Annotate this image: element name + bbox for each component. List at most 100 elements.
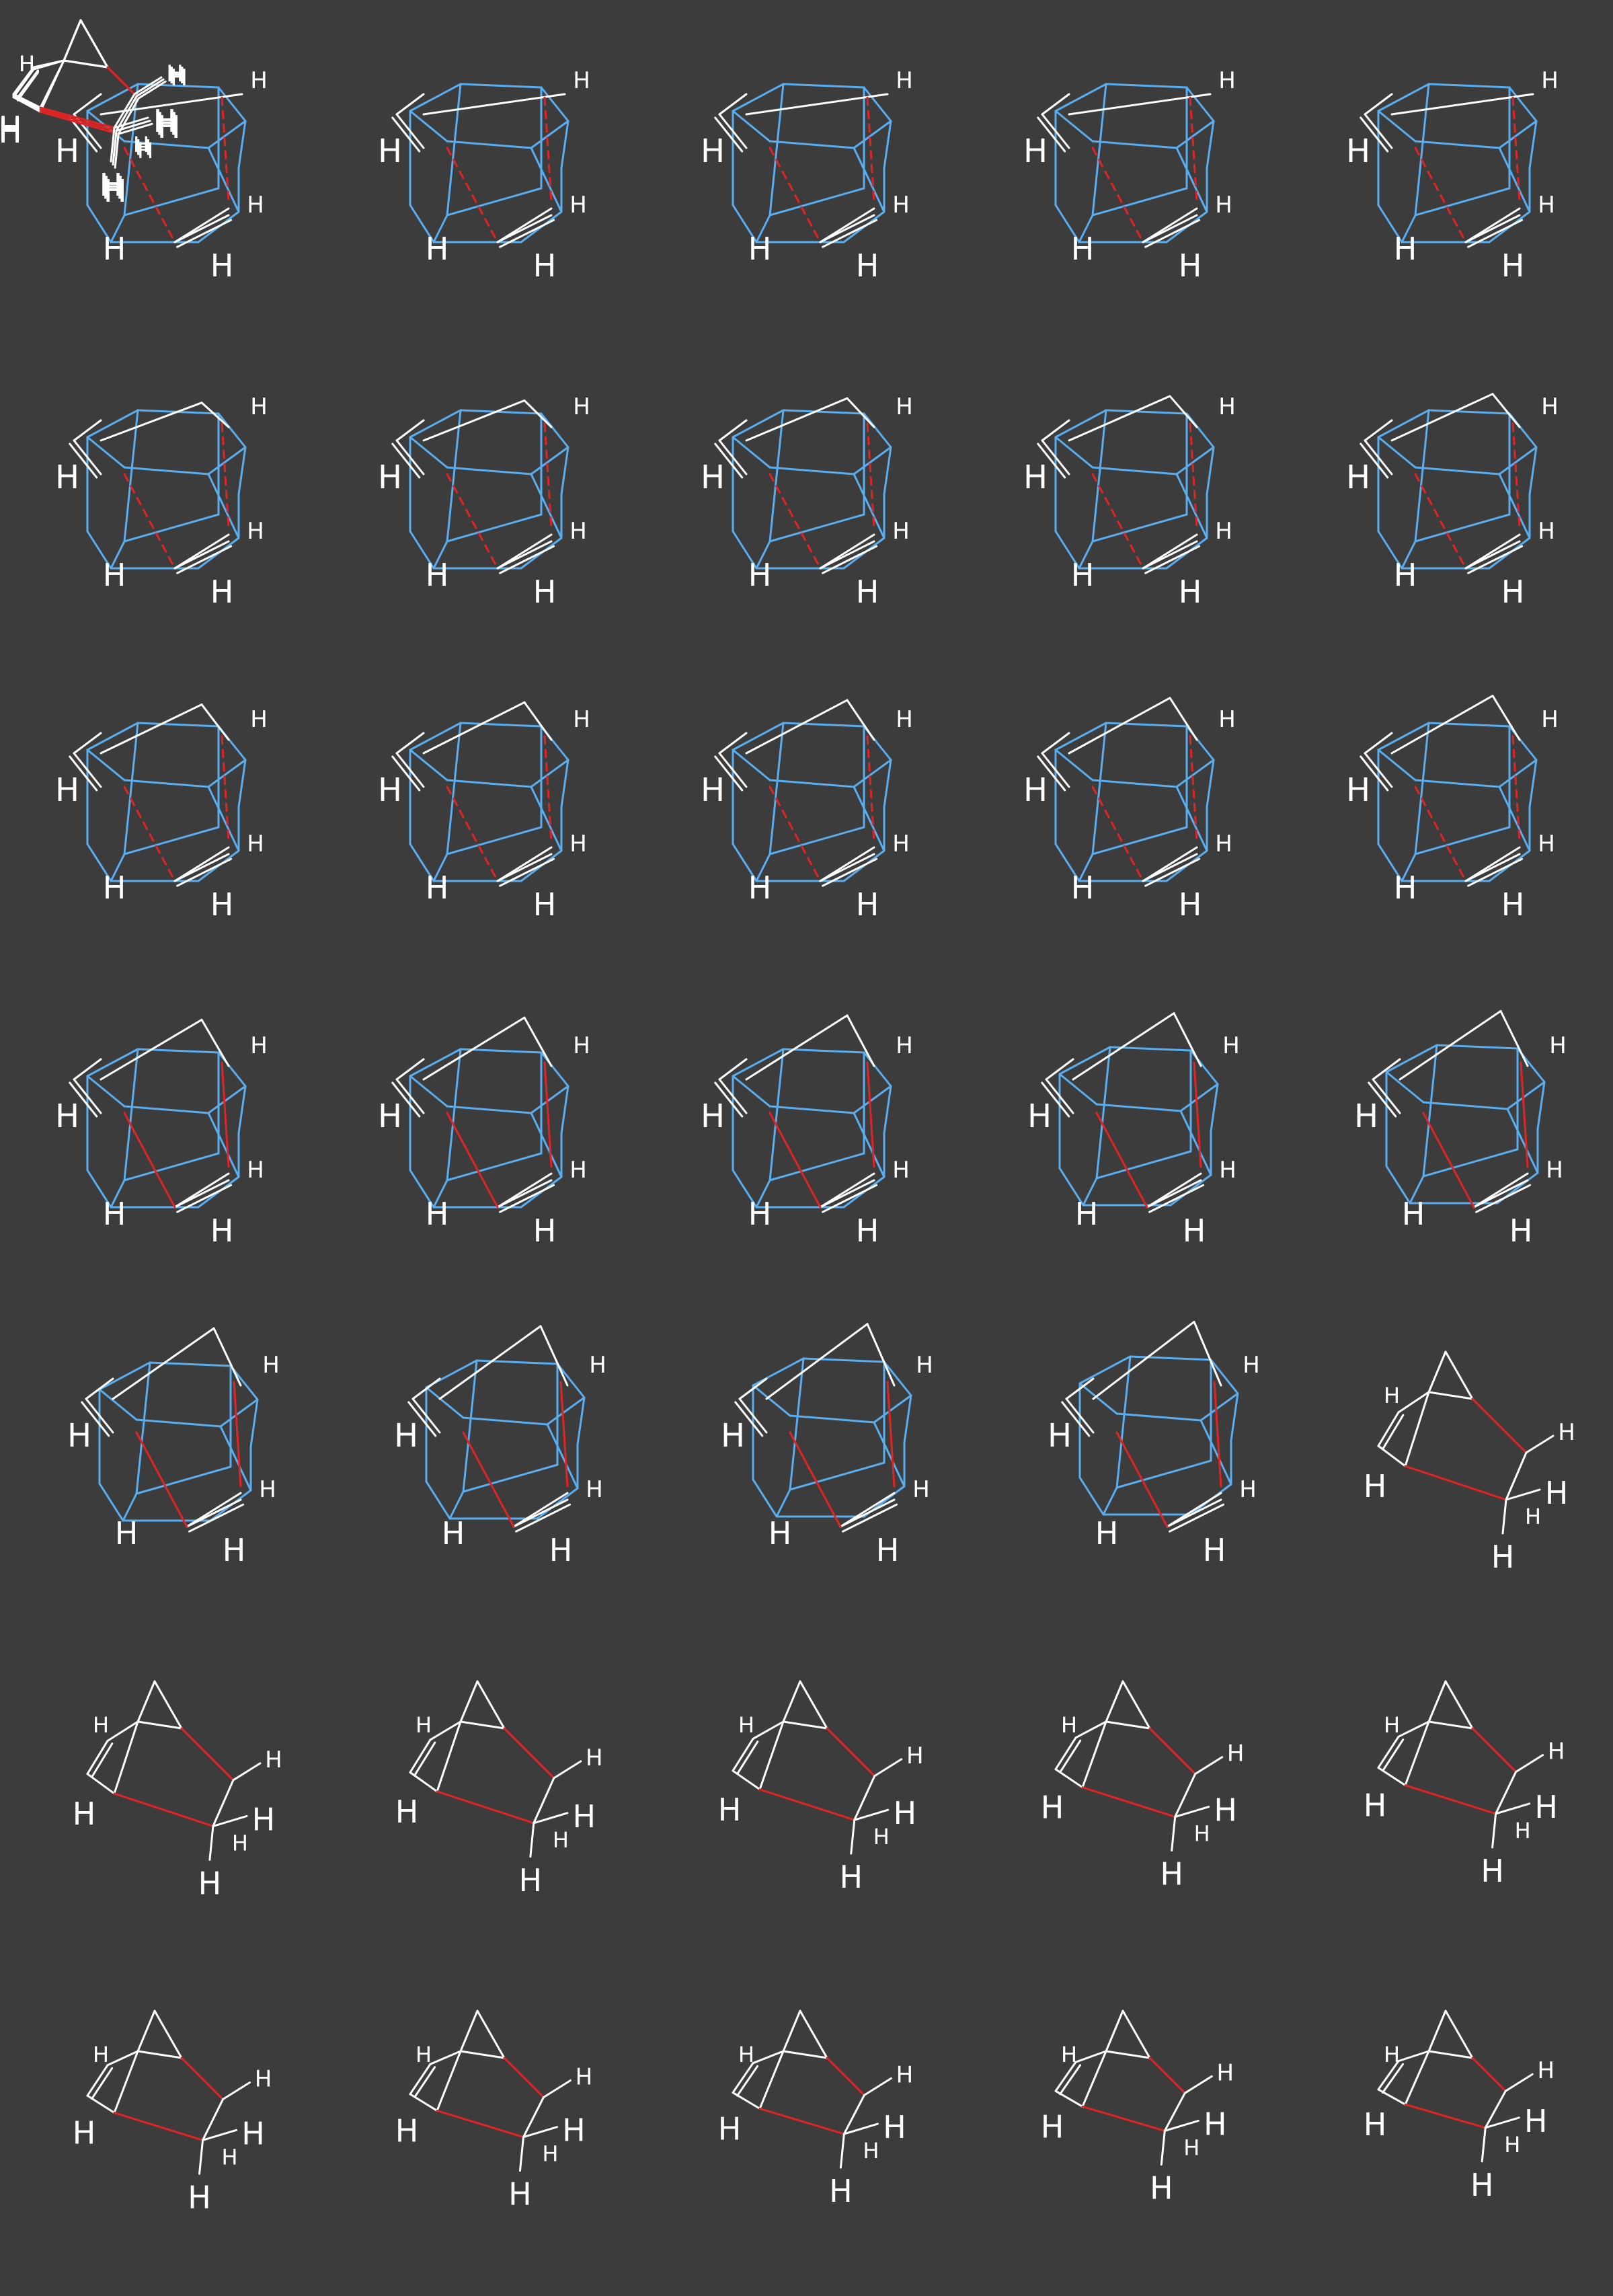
cage-bond	[752, 1357, 805, 1387]
forming-bond	[1189, 96, 1198, 203]
framework-bond	[422, 1016, 526, 1081]
hydrogen-label: H	[1071, 231, 1095, 267]
cage-bond	[409, 722, 462, 751]
framework-bond	[839, 2133, 845, 2169]
double-bond	[86, 1739, 109, 1775]
hydrogen-label: H	[701, 1098, 725, 1135]
framework-bond	[1072, 1012, 1175, 1081]
framework-bond	[1515, 1754, 1544, 1773]
framework-bond	[476, 1680, 506, 1730]
cage-bond	[1095, 1103, 1182, 1112]
framework-bond	[1174, 1806, 1210, 1819]
hydrogen-label: H	[1346, 459, 1370, 496]
hydrogen-label: H	[1394, 557, 1417, 593]
hydrogen-label: H	[1222, 1032, 1240, 1059]
hydrogen-label: H	[252, 1801, 276, 1837]
hydrogen-label: H	[1546, 1157, 1563, 1184]
framework-bond	[522, 2126, 558, 2139]
framework-bond	[395, 419, 425, 442]
hydrogen-label: H	[893, 1795, 916, 1831]
framework-bond	[12, 93, 42, 109]
cage-bond	[1199, 1392, 1239, 1422]
framework-bond	[846, 1014, 875, 1067]
forming-bond	[1471, 1727, 1518, 1773]
cage-bond	[249, 1398, 259, 1448]
cage-bond	[1210, 1083, 1219, 1133]
cage-bond	[1095, 1150, 1192, 1180]
cage-bond	[789, 1357, 805, 1491]
double-bond	[176, 545, 233, 574]
framework-bond	[86, 2094, 116, 2114]
framework-bond	[422, 701, 526, 755]
cage-bond	[1082, 1177, 1098, 1207]
cage-bond	[853, 120, 892, 149]
forming-bond	[1213, 1381, 1222, 1488]
cage-bond	[459, 722, 543, 728]
cage-bond	[1385, 1165, 1411, 1204]
hydrogen-label: H	[1525, 1504, 1541, 1529]
framework-bond	[436, 1720, 462, 1793]
cage-bond	[769, 1048, 785, 1182]
cage-bond	[853, 473, 886, 539]
double-bond	[1360, 755, 1389, 792]
cage-bond	[536, 1487, 579, 1520]
cage-bond	[135, 1418, 222, 1428]
cage-bond	[863, 1051, 892, 1087]
cage-bond	[576, 1396, 586, 1446]
forming-bond	[1091, 147, 1144, 243]
hydrogen-label: H	[247, 192, 264, 219]
forming-bond	[39, 106, 116, 129]
double-bond	[1360, 116, 1389, 153]
hydrogen-label: H	[442, 1515, 465, 1552]
hydrogen-label: H	[67, 1417, 91, 1455]
forming-bond	[180, 2057, 225, 2101]
cage-bond	[432, 1179, 448, 1209]
double-bond	[391, 755, 421, 792]
cage-bond	[752, 1384, 791, 1417]
framework-bond	[745, 699, 849, 755]
cage-bond	[446, 409, 462, 543]
framework-bond	[1377, 1766, 1407, 1787]
hydrogen-label: H	[378, 771, 402, 809]
hydrogen-label: H	[1541, 67, 1559, 94]
cage-bond	[1054, 722, 1107, 751]
cage-bond	[873, 1394, 912, 1424]
hydrogen-label: H	[553, 1827, 569, 1853]
cage-bond	[409, 1075, 448, 1108]
cage-bond	[1058, 1046, 1111, 1075]
double-bond	[1169, 1503, 1225, 1533]
cage-bond	[98, 1361, 151, 1391]
forming-bond	[866, 96, 875, 203]
cage-bond	[1414, 140, 1501, 149]
hydrogen-label: H	[1402, 1196, 1425, 1232]
hydrogen-label: H	[232, 1830, 248, 1855]
framework-bond	[1364, 93, 1393, 116]
double-bond	[73, 1078, 102, 1114]
cage-bond	[123, 1152, 220, 1182]
framework-bond	[153, 2010, 183, 2059]
cage-bond	[1078, 1476, 1105, 1516]
cage-bond	[540, 86, 569, 122]
framework-bond	[222, 2081, 251, 2101]
hydrogen-label: H	[250, 67, 268, 94]
cage-bond	[1427, 409, 1511, 415]
hydrogen-label: H	[542, 2141, 558, 2167]
hydrogen-label: H	[533, 886, 557, 923]
hydrogen-label: H	[135, 135, 151, 161]
forming-bond	[769, 473, 822, 570]
hydrogen-label: H	[55, 1098, 79, 1135]
forming-bond	[886, 1381, 896, 1488]
framework-bond	[115, 120, 151, 132]
hydrogen-label: H	[533, 574, 557, 610]
hydrogen-label: H	[1504, 2132, 1520, 2157]
framework-bond	[523, 399, 553, 428]
double-bond	[819, 540, 875, 570]
hydrogen-label: H	[573, 67, 590, 94]
